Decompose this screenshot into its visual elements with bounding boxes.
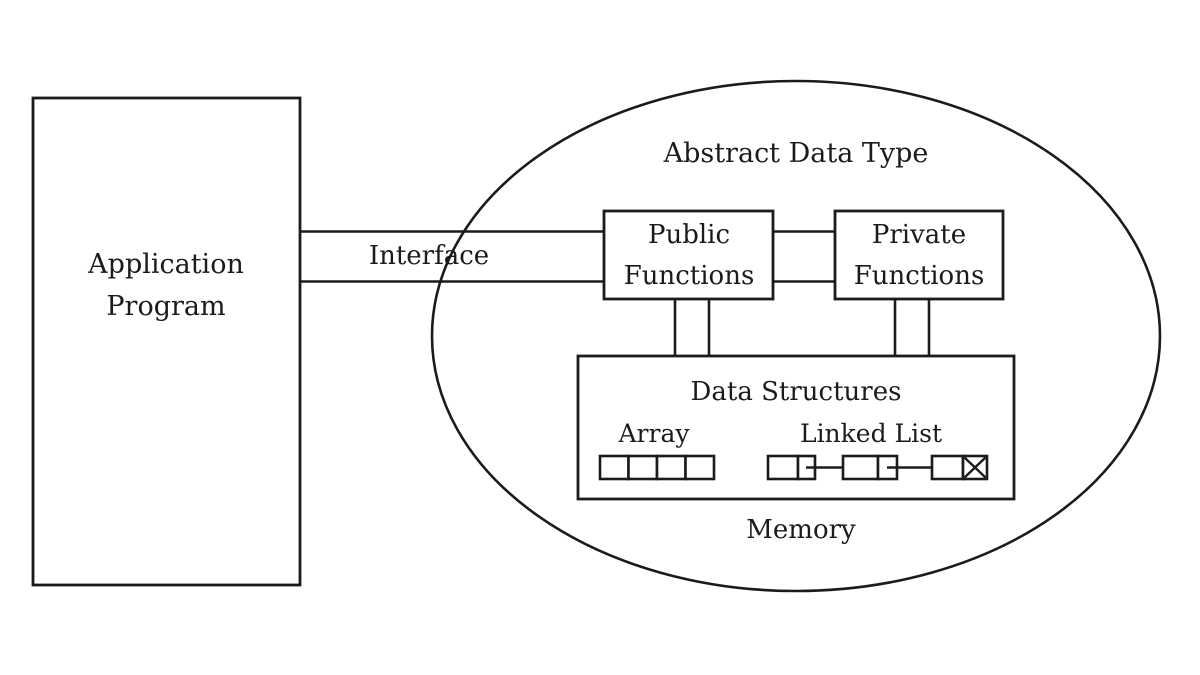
private-functions-line2: Functions bbox=[853, 261, 985, 291]
linked-list-node-data-cell bbox=[841, 454, 880, 481]
application-program-line2: Program bbox=[106, 291, 226, 322]
array-label: Array bbox=[618, 419, 690, 448]
array-cell bbox=[627, 454, 659, 481]
public-functions-box bbox=[602, 209, 775, 301]
linked-list-diagram bbox=[766, 454, 989, 481]
application-program-line1: Application bbox=[88, 249, 244, 280]
interface-label: Interface bbox=[368, 241, 490, 271]
array-cell bbox=[598, 454, 630, 481]
memory-label: Memory bbox=[746, 515, 856, 545]
public-functions-line2: Functions bbox=[623, 261, 755, 291]
linked-list-node-data-cell bbox=[766, 454, 800, 481]
linked-list-node-data-cell bbox=[930, 454, 965, 481]
private-functions-box bbox=[833, 209, 1005, 301]
array-cell bbox=[655, 454, 687, 481]
null-pointer-x-stroke bbox=[963, 456, 987, 479]
data-structures-title: Data Structures bbox=[690, 377, 902, 407]
linked-list-label: Linked List bbox=[799, 419, 943, 448]
abstract-data-type-ellipse bbox=[430, 79, 1162, 593]
application-program-box bbox=[31, 96, 302, 587]
abstract-data-type-title: Abstract Data Type bbox=[663, 138, 929, 169]
public-functions-line1: Public bbox=[647, 220, 731, 250]
array-diagram bbox=[598, 454, 716, 481]
array-cell bbox=[684, 454, 716, 481]
private-functions-line1: Private bbox=[871, 220, 967, 250]
